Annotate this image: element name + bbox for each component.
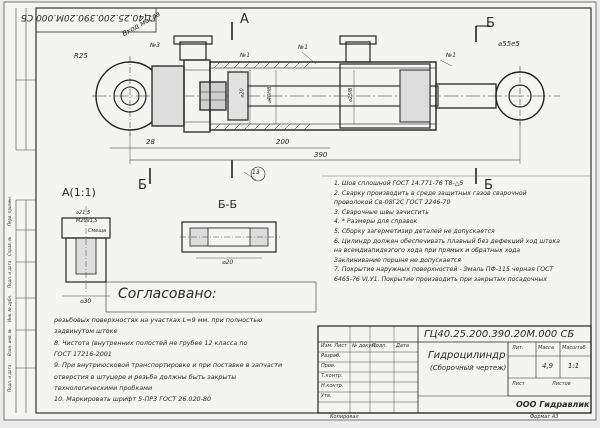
section-label-b2: Б [138, 178, 147, 193]
side-strip [15, 8, 36, 413]
title-block-col-header: Дата [396, 343, 409, 349]
label-n1b: №1 [446, 52, 457, 59]
note-line: 6. Цилиндр должен обеспечивать плавный б… [334, 237, 560, 245]
scale-header: Масштаб [562, 345, 586, 351]
doc-number-box [35, 7, 157, 33]
company-name: ООО Гидравлик [516, 400, 590, 409]
title-block-row-label: Изм. Лист [321, 343, 348, 349]
title-name: Гидроцилиндр [428, 350, 506, 361]
mass-value: 4,9 [542, 362, 554, 370]
title-block-col-header: № докум. [352, 343, 377, 349]
detail-a [61, 206, 111, 297]
agreement-box [105, 281, 317, 313]
note-line: 10. Маркировать шрифт 5-ПР3 ГОСТ 26.020-… [54, 395, 212, 404]
dim-d20: ⌀20 [239, 88, 246, 98]
scale-value: 1:1 [568, 362, 580, 370]
note-line: задвинутом штоке [54, 327, 118, 336]
title-block-row-label: Пров. [321, 363, 336, 369]
side-strip-label: Подп. и дата [7, 260, 12, 288]
dim-28: 28 [146, 138, 155, 146]
note-line: 4. * Размеры для справок [334, 218, 418, 226]
note-line: 7. Покрытие наружных поверхностей - Эмал… [334, 266, 554, 274]
detail-a-title: А(1:1) [62, 186, 96, 199]
sheet-label: Лист [512, 381, 525, 387]
note-line: Заклинивание поршня не допускается [334, 256, 462, 264]
dim-d55: ⌀55е5 [498, 40, 520, 48]
side-strip-label: Подп. и дата [7, 364, 12, 392]
cylinder-assembly [92, 22, 560, 184]
title-block-row-label: Н.контр. [321, 383, 344, 389]
title-block [317, 325, 592, 414]
title-block-row-label: Утв. [321, 393, 332, 399]
title-doc-number: ГЦ40.25.200.390.20М.000 СБ [424, 329, 575, 340]
note-line: 2. Сварку производить в среде защитных г… [334, 189, 527, 197]
section-label-b3: Б [484, 178, 493, 193]
label-n1a: №1 [298, 44, 309, 51]
copied-label: Копировал [330, 414, 359, 420]
dim-d215: ⌀21,5 [76, 210, 91, 216]
section-label-a: А [240, 12, 249, 27]
title-block-col-header: Подп. [372, 343, 388, 349]
sheets-label: Листов [552, 381, 571, 387]
dim-d30: ⌀30 [80, 298, 92, 305]
section-bb-title: Б-Б [218, 198, 238, 211]
note-line: 8. Чистота (внутренних полостей не грубе… [54, 338, 248, 347]
note-line: резьбовых поверхностях на участках L=9 м… [54, 316, 263, 324]
agreement-stamp: Согласовано: [118, 286, 217, 302]
note-line: ГОСТ 17216-2001 [54, 349, 112, 358]
title-block-row-label: Т.контр. [321, 373, 343, 379]
note-line: 6465-76 VI.У1. Покрытие производить при … [334, 276, 547, 283]
dim-390: 390 [314, 151, 328, 159]
note-line: технологическими пробками [54, 383, 153, 392]
dim-13: 13 [252, 169, 260, 176]
doc-number-rotated: ГЦ40.25.200.390.20М.000 СБ [20, 12, 156, 22]
side-strip-label: Перв. примен. [7, 195, 12, 226]
lit-header: Лит. [512, 345, 524, 351]
dim-r25: R25 [74, 52, 88, 60]
note-line: на всемдиапидезгого хода при прямых и об… [334, 247, 521, 255]
label-n3: №3 [150, 42, 161, 49]
dim-m20: М20х1,5 [76, 218, 98, 224]
section-bb [180, 221, 280, 259]
title-block-row-label: Разраб. [321, 353, 341, 359]
label-n1c: №1 [240, 52, 251, 59]
note-line: 5. Сборку загерметизир деталей не допуск… [334, 228, 495, 235]
side-strip-label: Справ. № [7, 236, 12, 256]
note-line: 3. Сварочные швы зачистить [334, 208, 429, 216]
side-strip-label: Инв. № дубл. [7, 294, 12, 322]
note-line: проволокой Св-08Г2С ГОСТ 2246-70 [334, 199, 451, 207]
dim-d25: ⌀25f8 [348, 87, 355, 103]
mass-header: Масса [538, 345, 554, 351]
note-line: 9. При внутриюсковой транспортировке и п… [54, 361, 283, 370]
note-line: отверстия в штуцере и резьба должны быть… [54, 372, 237, 381]
note-line: 1. Шов сплошной ГОСТ 14.771-76 Т8-△5 [334, 180, 464, 187]
dim-d40: ⌀40Н8 [267, 86, 274, 104]
side-strip-label: Взам. инв. № [7, 328, 12, 356]
dim-200: 200 [276, 138, 290, 146]
format-label: Формат А3 [530, 414, 559, 420]
dim-d20b: ⌀20 [222, 259, 234, 266]
section-label-b: Б [486, 16, 495, 31]
label-smeschenie: Смеща [88, 228, 107, 234]
title-subtitle: (Сборочный чертеж) [430, 364, 507, 372]
